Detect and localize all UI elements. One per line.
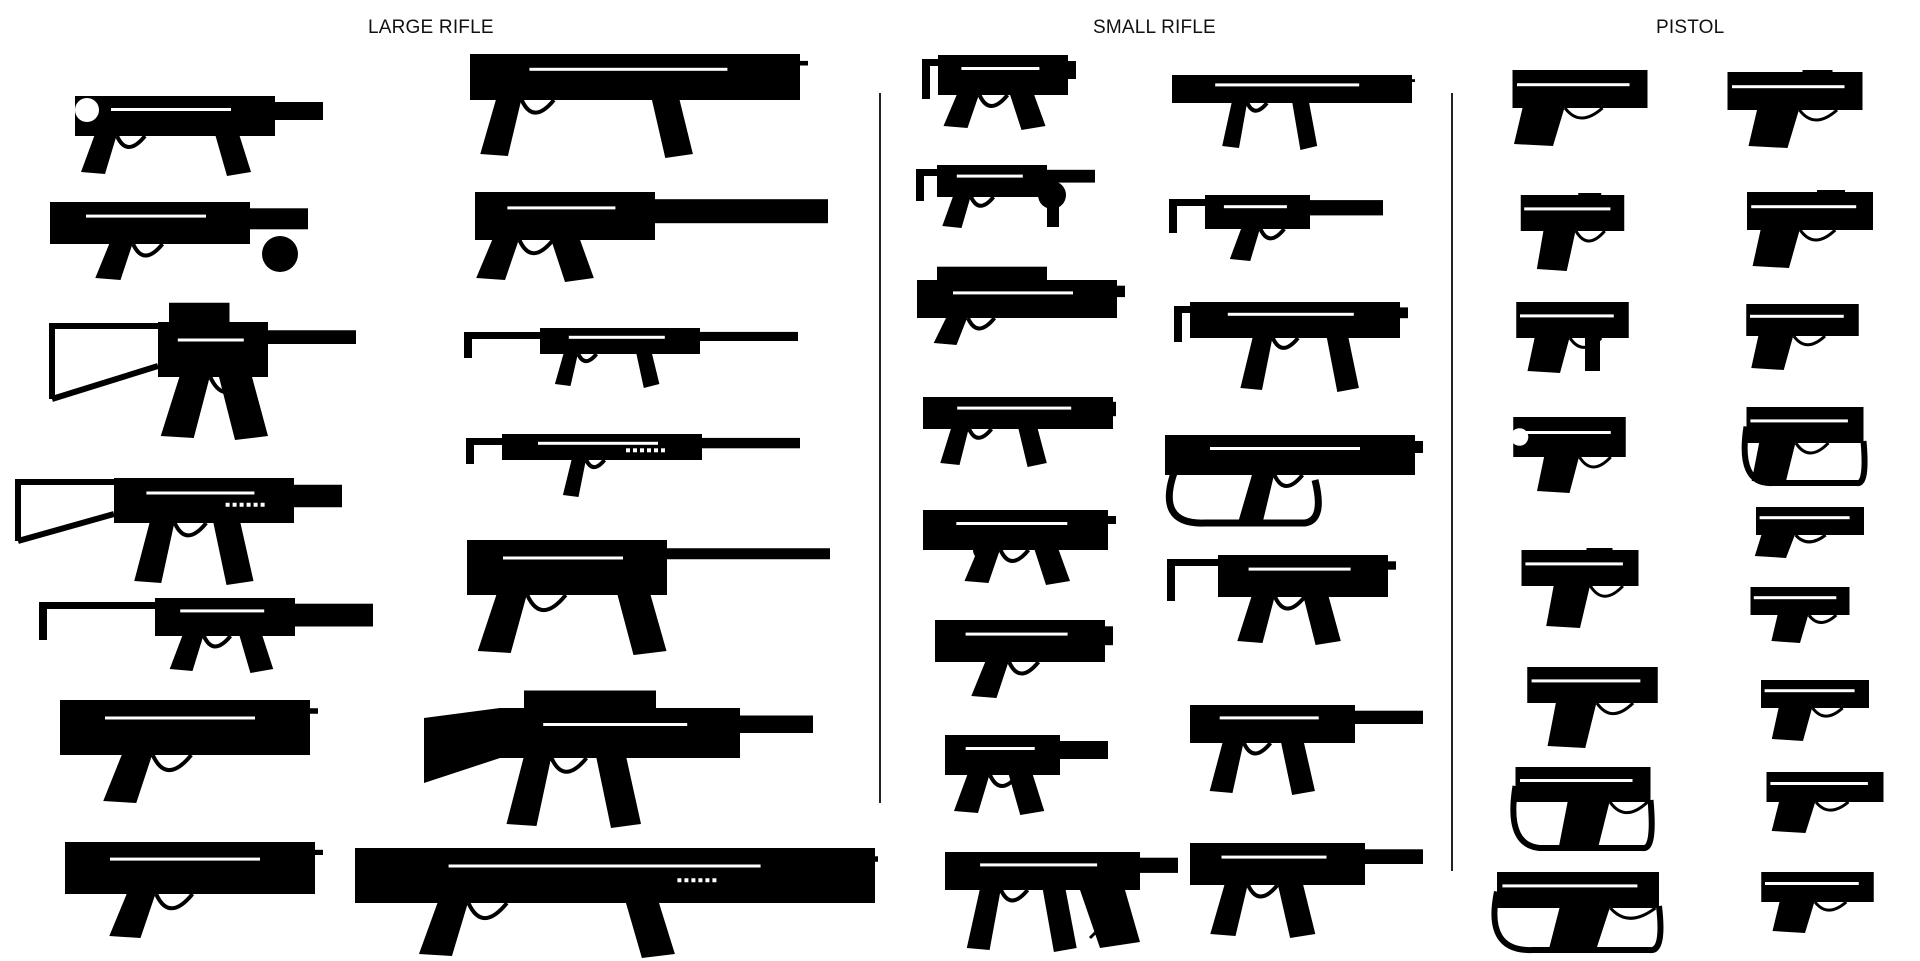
small-rifle-11 [1174, 302, 1408, 392]
pistol-12 [1741, 407, 1868, 487]
small-rifle-5 [923, 510, 1116, 585]
pistol-9 [1727, 70, 1863, 148]
small-rifle-9 [1172, 75, 1415, 150]
large-rifle-8 [470, 54, 808, 158]
large-rifle-4 [15, 478, 342, 585]
small-rifle-8 [945, 852, 1178, 952]
small-rifle-13 [1167, 555, 1396, 645]
large-rifle-12 [467, 540, 830, 655]
pistol-3 [1516, 302, 1629, 373]
pistol-2 [1520, 193, 1625, 271]
large-rifle-2 [50, 202, 308, 280]
large-rifle-14 [355, 848, 878, 958]
small-rifle-2 [916, 165, 1095, 228]
heading-large-rifle: LARGE RIFLE [368, 17, 494, 38]
heading-small-rifle: SMALL RIFLE [1093, 17, 1216, 38]
divider-large-small [879, 93, 881, 803]
pistol-17 [1761, 872, 1874, 933]
pistol-5 [1521, 548, 1639, 628]
small-rifle-4 [923, 397, 1116, 467]
large-rifle-11 [466, 434, 800, 497]
large-rifle-3 [49, 302, 356, 440]
large-rifle-5 [39, 598, 373, 673]
large-rifle-6 [60, 700, 318, 803]
pistol-6 [1527, 667, 1658, 748]
pistol-11 [1746, 304, 1859, 370]
small-rifle-15 [1190, 843, 1423, 938]
pistol-14 [1750, 587, 1850, 643]
pistol-15 [1761, 680, 1869, 741]
divider-small-pistol [1451, 93, 1453, 871]
pistol-10 [1747, 190, 1873, 268]
large-rifle-10 [464, 328, 798, 388]
heading-pistol: PISTOL [1656, 17, 1725, 38]
small-rifle-3 [917, 266, 1125, 345]
pistol-7 [1510, 767, 1655, 852]
pistol-1 [1512, 70, 1648, 146]
small-rifle-12 [1165, 435, 1423, 527]
small-rifle-7 [945, 735, 1108, 815]
large-rifle-13 [424, 690, 813, 828]
small-rifle-10 [1169, 195, 1383, 261]
large-rifle-7 [65, 842, 323, 938]
small-rifle-6 [935, 620, 1113, 698]
large-rifle-1 [75, 96, 323, 176]
pistol-16 [1766, 772, 1884, 833]
large-rifle-9 [475, 192, 828, 282]
pistol-4 [1510, 417, 1626, 493]
pistol-13 [1754, 507, 1864, 558]
pistol-8 [1491, 872, 1664, 954]
small-rifle-14 [1190, 705, 1423, 795]
small-rifle-1 [922, 55, 1076, 130]
